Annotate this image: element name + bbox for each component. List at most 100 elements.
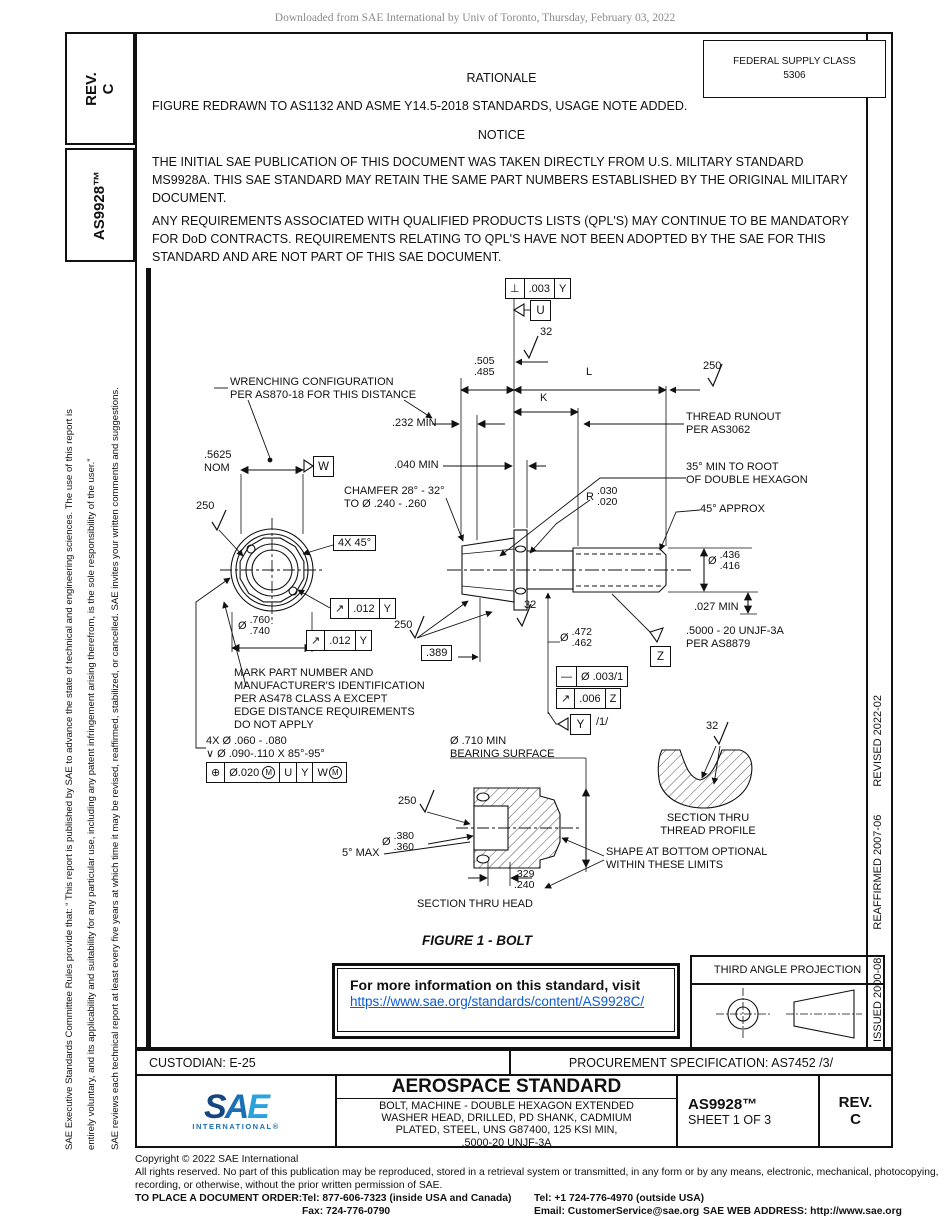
rationale-heading: RATIONALE	[466, 71, 537, 85]
part-desc-1: BOLT, MACHINE - DOUBLE HEXAGON EXTENDED	[379, 1100, 634, 1112]
finish-250-b: 250	[196, 500, 215, 512]
order-row-2: Fax: 724-776-0790 Email: CustomerService…	[135, 1205, 925, 1218]
datum-w-flag: W	[313, 456, 334, 477]
countersink-icon: ∨	[206, 748, 215, 760]
rights-line-2: recording, or otherwise, without the pri…	[135, 1180, 443, 1191]
finish-32-b: 32	[524, 599, 537, 611]
datum-z-flag: Z	[650, 646, 671, 667]
notice-para2: ANY REQUIREMENTS ASSOCIATED WITH QUALIFI…	[152, 214, 849, 264]
fillet-radius: R .030.020	[586, 485, 618, 508]
info-box: For more information on this standard, v…	[332, 963, 680, 1039]
chamfer-4x45-box: 4X 45°	[333, 535, 377, 551]
dia-760-740: Ø .760.740	[238, 614, 270, 637]
dia-436-416: Ø .436.416	[708, 549, 740, 572]
dim-L: L	[586, 366, 593, 378]
finish-250-d: 250	[398, 795, 417, 807]
rationale-body: FIGURE REDRAWN TO AS1132 AND ASME Y14.5-…	[152, 99, 688, 113]
rev-cell: REV. C	[820, 1076, 891, 1146]
position-icon: ⊕	[207, 763, 226, 782]
sidebar-docnum-box: AS9928™	[65, 148, 135, 262]
approx-45: 45° APPROX	[700, 503, 765, 515]
basic-dim-389: .389	[421, 645, 453, 661]
fcf-runout-3: ↗ .006 Z	[556, 688, 622, 709]
datum-u-flag: U	[530, 300, 551, 321]
notice-heading: NOTICE	[477, 128, 526, 142]
download-note: Downloaded from SAE International by Uni…	[274, 12, 676, 24]
drilled-holes-note: 4X Ø .060 - .080 ∨ Ø .090-.110 X 85°-95°	[206, 735, 325, 760]
dim-329-240: .329 .240	[514, 868, 535, 891]
fcf-runout-1: ↗ .012 Y	[330, 598, 396, 619]
custodian-cell: CUSTODIAN: E-25	[137, 1051, 511, 1074]
dia-380-360: Ø .380.360	[382, 830, 414, 853]
finish-250-a: 250	[703, 360, 722, 372]
hexagon-root-note: 35° MIN TO ROOT OF DOUBLE HEXAGON	[686, 461, 808, 486]
figure-margin-rule	[146, 268, 151, 1048]
datum-y-note: /1/	[596, 716, 609, 728]
aerospace-standard-heading: AEROSPACE STANDARD	[337, 1076, 676, 1099]
sheet-number: SHEET 1 OF 3	[688, 1112, 772, 1127]
revised-date: REVISED 2022-02	[872, 694, 884, 787]
part-desc-4: .5000-20 UNJF-3A	[461, 1136, 552, 1149]
finish-32-a: 32	[540, 326, 553, 338]
chamfer-note: CHAMFER 28° - 32° TO Ø .240 - .260	[344, 485, 445, 510]
dim-040-min: .040 MIN	[394, 459, 439, 471]
doc-number: AS9928™	[688, 1095, 758, 1113]
wrenching-note: WRENCHING CONFIGURATION PER AS870-18 FOR…	[230, 376, 417, 401]
sidebar-rev-label: REV.	[82, 71, 100, 106]
disclaimer-line-2: entirely voluntary, and its applicabilit…	[86, 458, 97, 1150]
dia-472-462: Ø .472.462	[560, 626, 592, 649]
federal-supply-label: FEDERAL SUPPLY CLASS	[733, 56, 856, 67]
copyright-line: Copyright © 2022 SAE International	[135, 1154, 299, 1165]
projection-title: THIRD ANGLE PROJECTION	[692, 957, 883, 985]
tel-outside: Tel: +1 724-776-4970 (outside USA)	[534, 1193, 705, 1204]
marking-note: MARK PART NUMBER AND MANUFACTURER'S IDEN…	[234, 667, 425, 731]
perpendicularity-icon: ⊥	[506, 279, 525, 298]
sae-logo: SAE INTERNATIONAL®	[137, 1076, 337, 1146]
standard-link[interactable]: https://www.sae.org/standards/content/AS…	[350, 994, 645, 1009]
title-center-cell: AEROSPACE STANDARD BOLT, MACHINE - DOUBL…	[337, 1076, 678, 1149]
order-row-1: TO PLACE A DOCUMENT ORDER: Tel: 877-606-…	[135, 1192, 925, 1205]
max-5-deg: 5° MAX	[342, 847, 380, 859]
sidebar-rev-box: REV. C	[65, 32, 135, 145]
bearing-surface-note: Ø .710 MIN BEARING SURFACE	[450, 735, 555, 760]
figure-caption: FIGURE 1 - BOLT	[422, 933, 532, 948]
dim-K: K	[540, 392, 548, 404]
projection-box: THIRD ANGLE PROJECTION	[690, 955, 885, 1049]
disclaimer-line-1: SAE Executive Standards Committee Rules …	[64, 409, 75, 1150]
federal-supply-value: 5306	[783, 70, 806, 81]
section-thread-profile-label: SECTION THRU THREAD PROFILE	[660, 812, 756, 837]
doc-number-cell: AS9928™ SHEET 1 OF 3	[678, 1076, 820, 1146]
notice-para1: THE INITIAL SAE PUBLICATION OF THIS DOCU…	[152, 155, 848, 205]
thread-spec-note: .5000 - 20 UNJF-3A PER AS8879	[686, 625, 784, 650]
info-box-text: For more information on this standard, v…	[350, 977, 641, 993]
fax-number: Fax: 724-776-0790	[302, 1206, 391, 1217]
fcf-straightness: — Ø .003/1	[556, 666, 629, 687]
part-desc-2: WASHER HEAD, DRILLED, PD SHANK, CADMIUM	[381, 1112, 632, 1125]
custodian-row: CUSTODIAN: E-25 PROCUREMENT SPECIFICATIO…	[135, 1049, 893, 1076]
rev-value: C	[850, 1111, 861, 1128]
section-thru-head-label: SECTION THRU HEAD	[417, 898, 533, 910]
title-block: SAE INTERNATIONAL® AEROSPACE STANDARD BO…	[135, 1076, 893, 1149]
part-desc-3: PLATED, STEEL, UNS G87400, 125 KSI MIN,	[395, 1124, 618, 1137]
rights-line-1: All rights reserved. No part of this pub…	[135, 1167, 939, 1178]
shape-optional-note: SHAPE AT BOTTOM OPTIONAL WITHIN THESE LI…	[606, 846, 768, 871]
dim-232-min: .232 MIN	[392, 417, 437, 429]
thread-runout-note: THREAD RUNOUT PER AS3062	[686, 411, 782, 436]
email-address: Email: CustomerService@sae.org	[534, 1206, 700, 1217]
order-label: TO PLACE A DOCUMENT ORDER:	[135, 1193, 303, 1204]
straightness-icon: —	[557, 667, 577, 686]
sidebar-doc-number: AS9928™	[91, 170, 109, 240]
fcf-runout-2: ↗ .012 Y	[306, 630, 372, 651]
runout-icon: ↗	[307, 631, 326, 650]
rev-label: REV.	[838, 1094, 873, 1111]
copyright-footer: Copyright © 2022 SAE International All r…	[135, 1153, 939, 1218]
dim-505-485: .505 .485	[474, 355, 495, 378]
dim-027-min: .027 MIN	[694, 601, 739, 613]
sae-logo-subtext: INTERNATIONAL®	[192, 1121, 280, 1131]
tel-inside: Tel: 877-606-7323 (inside USA and Canada…	[302, 1193, 512, 1204]
procurement-cell: PROCUREMENT SPECIFICATION: AS7452 /3/	[568, 1055, 834, 1070]
web-address: SAE WEB ADDRESS: http://www.sae.org	[703, 1206, 902, 1217]
runout-icon: ↗	[331, 599, 350, 618]
